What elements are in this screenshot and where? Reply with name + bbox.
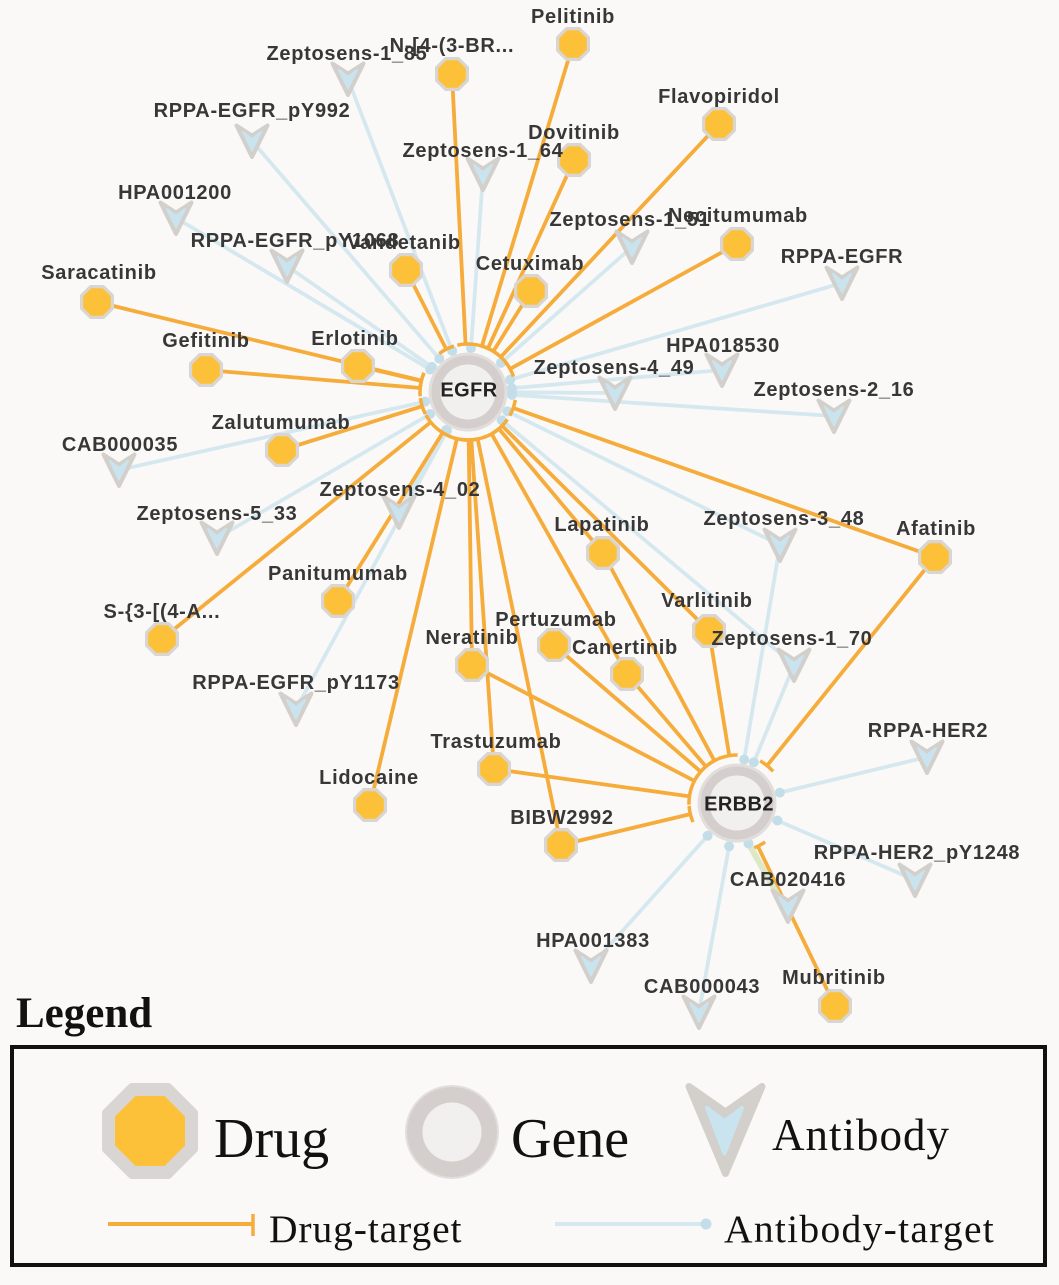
svg-text:Zeptosens-4_49: Zeptosens-4_49 [534, 357, 695, 379]
svg-text:Zeptosens-2_16: Zeptosens-2_16 [754, 379, 915, 401]
svg-text:Legend: Legend [16, 990, 152, 1037]
svg-text:Lapatinib: Lapatinib [554, 514, 649, 536]
svg-text:HPA018530: HPA018530 [666, 335, 780, 357]
svg-text:HPA001383: HPA001383 [536, 930, 650, 952]
svg-text:Zalutumumab: Zalutumumab [212, 412, 351, 434]
svg-text:Canertinib: Canertinib [572, 637, 678, 659]
svg-text:Zeptosens-1_70: Zeptosens-1_70 [712, 628, 873, 650]
svg-text:Zeptosens-1_85: Zeptosens-1_85 [267, 43, 428, 65]
svg-text:Dovitinib: Dovitinib [528, 122, 620, 144]
svg-text:Gene: Gene [511, 1108, 629, 1170]
svg-text:Varlitinib: Varlitinib [661, 590, 752, 612]
svg-text:Zeptosens-1_64: Zeptosens-1_64 [403, 140, 564, 162]
svg-text:EGFR: EGFR [440, 380, 497, 402]
svg-text:Antibody-target: Antibody-target [724, 1207, 995, 1251]
svg-text:BIBW2992: BIBW2992 [510, 807, 613, 829]
svg-text:RPPA-EGFR: RPPA-EGFR [781, 246, 904, 268]
svg-text:Antibody: Antibody [772, 1110, 950, 1160]
svg-text:Trastuzumab: Trastuzumab [430, 731, 561, 753]
svg-text:Zeptosens-3_48: Zeptosens-3_48 [704, 508, 865, 530]
svg-text:Erlotinib: Erlotinib [311, 328, 398, 350]
svg-text:S-{3-[(4-A...: S-{3-[(4-A... [104, 601, 221, 623]
svg-text:Lidocaine: Lidocaine [319, 767, 419, 789]
svg-text:Afatinib: Afatinib [896, 518, 976, 540]
svg-text:N-[4-(3-BR...: N-[4-(3-BR... [390, 35, 515, 57]
svg-text:Neratinib: Neratinib [426, 627, 519, 649]
svg-text:Cetuximab: Cetuximab [476, 253, 585, 275]
svg-text:Drug-target: Drug-target [269, 1207, 462, 1251]
svg-text:Gefitinib: Gefitinib [162, 330, 249, 352]
svg-text:ERBB2: ERBB2 [704, 794, 774, 816]
svg-text:Vandetanib: Vandetanib [347, 232, 461, 254]
svg-text:RPPA-HER2_pY1248: RPPA-HER2_pY1248 [814, 842, 1020, 864]
svg-text:Zeptosens-4_02: Zeptosens-4_02 [320, 479, 481, 501]
svg-text:Drug: Drug [214, 1108, 329, 1170]
svg-text:Flavopiridol: Flavopiridol [658, 86, 780, 108]
svg-text:Saracatinib: Saracatinib [41, 262, 157, 284]
svg-text:CAB000035: CAB000035 [62, 434, 178, 456]
svg-text:Panitumumab: Panitumumab [268, 563, 408, 585]
svg-text:RPPA-EGFR_pY1068: RPPA-EGFR_pY1068 [191, 230, 400, 252]
svg-text:CAB020416: CAB020416 [730, 869, 846, 891]
svg-text:Pertuzumab: Pertuzumab [495, 609, 616, 631]
svg-text:RPPA-EGFR_pY1173: RPPA-EGFR_pY1173 [192, 672, 400, 694]
svg-text:RPPA-HER2: RPPA-HER2 [868, 720, 988, 742]
svg-text:CAB000043: CAB000043 [644, 976, 760, 998]
svg-text:Zeptosens-1_51: Zeptosens-1_51 [550, 209, 711, 231]
svg-text:Mubritinib: Mubritinib [782, 967, 886, 989]
svg-text:Necitumumab: Necitumumab [668, 205, 808, 227]
svg-text:HPA001200: HPA001200 [118, 182, 232, 204]
svg-text:Pelitinib: Pelitinib [531, 6, 615, 28]
svg-text:Zeptosens-5_33: Zeptosens-5_33 [137, 503, 298, 525]
svg-text:RPPA-EGFR_pY992: RPPA-EGFR_pY992 [154, 100, 351, 122]
